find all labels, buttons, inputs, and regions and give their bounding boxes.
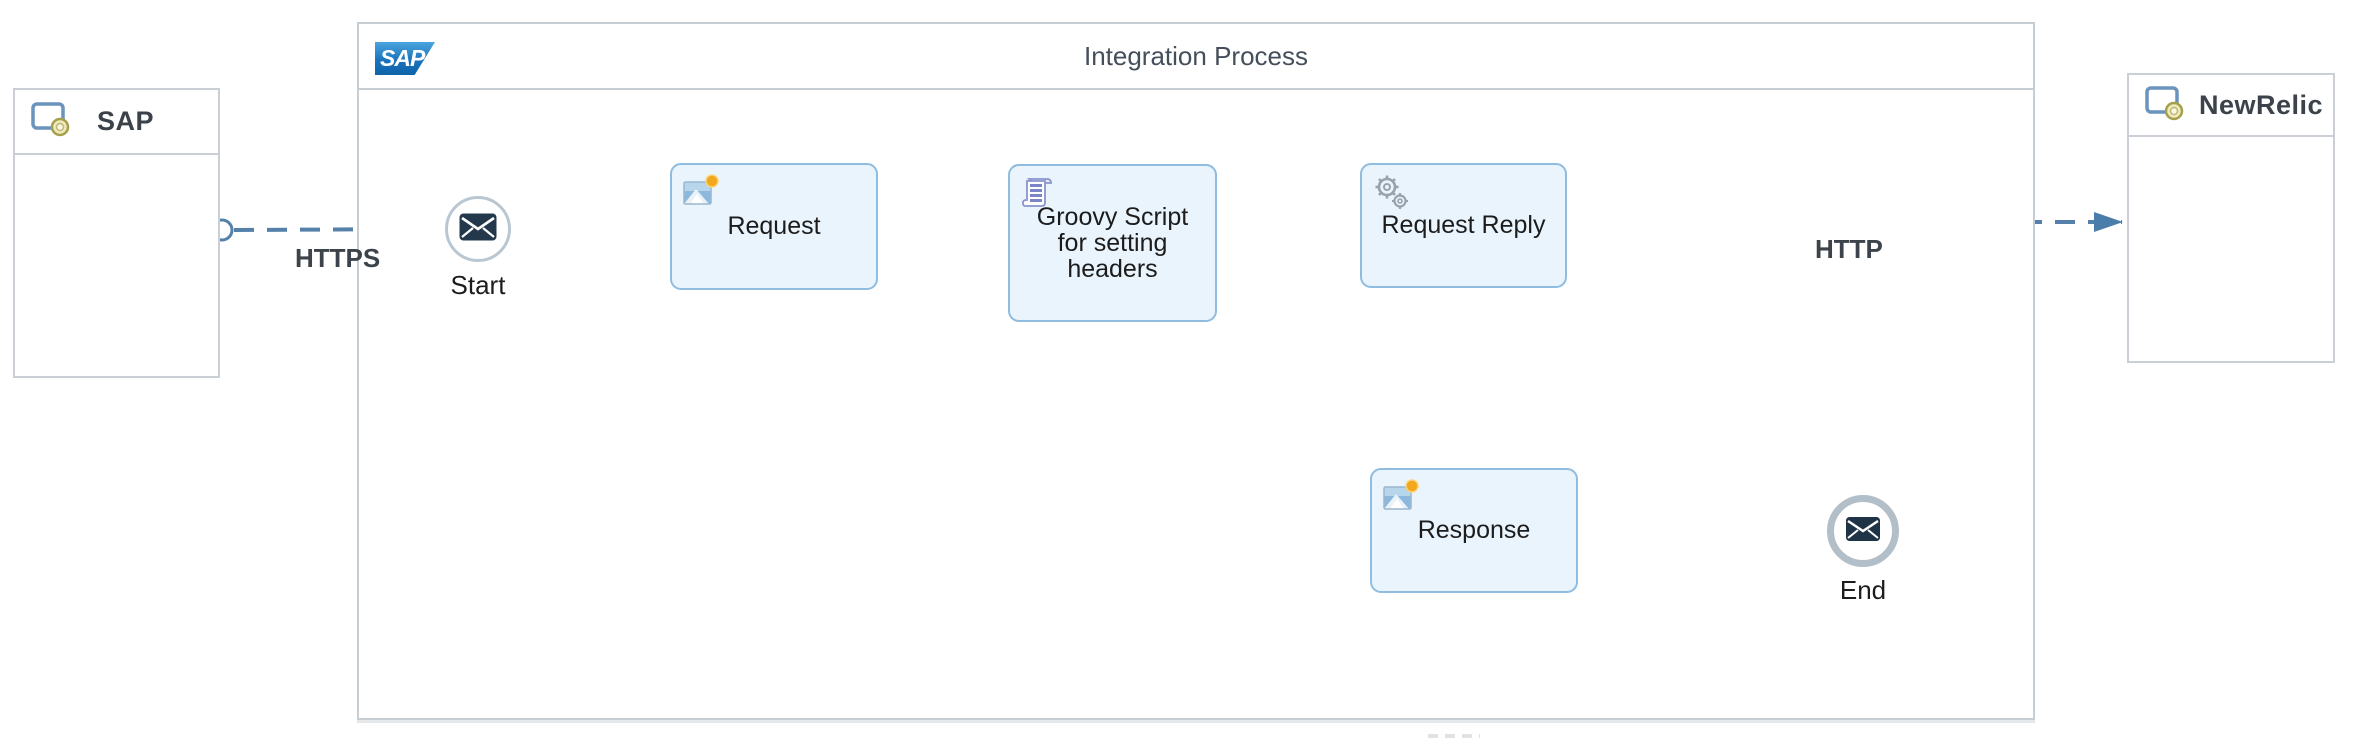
flow-label-https: HTTPS [295, 243, 381, 273]
script-icon [1020, 175, 1054, 214]
integration-process-container[interactable]: SAP Integration Process [357, 22, 2035, 720]
task-label: Groovy Script for setting headers [1036, 202, 1189, 284]
sap-logo-text: SAP [380, 45, 425, 71]
task-request-reply[interactable]: Request Reply [1360, 163, 1567, 288]
participant-sender-sap[interactable]: SAP [13, 88, 220, 378]
task-label: Request Reply [1381, 211, 1546, 240]
task-request[interactable]: Request [670, 163, 878, 290]
message-envelope-icon [1845, 516, 1881, 547]
task-groovy-script[interactable]: Groovy Script for setting headers [1008, 164, 1217, 322]
participant-system-icon [2141, 83, 2187, 128]
end-event-label: End [1839, 575, 1887, 605]
task-response[interactable]: Response [1370, 468, 1578, 593]
participant-label: NewRelic [2199, 89, 2324, 120]
content-modifier-icon [682, 174, 720, 213]
gears-icon [1372, 174, 1412, 219]
start-event[interactable] [445, 196, 511, 262]
participant-receiver-newrelic[interactable]: NewRelic [2127, 73, 2335, 363]
cropped-artifact [1428, 734, 1480, 738]
flow-label-http: HTTP [1815, 234, 1883, 264]
task-label: Request [727, 212, 821, 241]
content-modifier-icon [1382, 479, 1420, 518]
participant-system-icon [27, 99, 73, 144]
end-event[interactable] [1827, 495, 1899, 567]
task-label: Response [1417, 516, 1531, 545]
participant-label: SAP [97, 106, 155, 136]
message-envelope-icon [458, 212, 498, 247]
start-event-label: Start [450, 270, 506, 300]
integration-process-title: Integration Process [1083, 40, 1308, 71]
integration-process-header: SAP Integration Process [359, 24, 2033, 90]
